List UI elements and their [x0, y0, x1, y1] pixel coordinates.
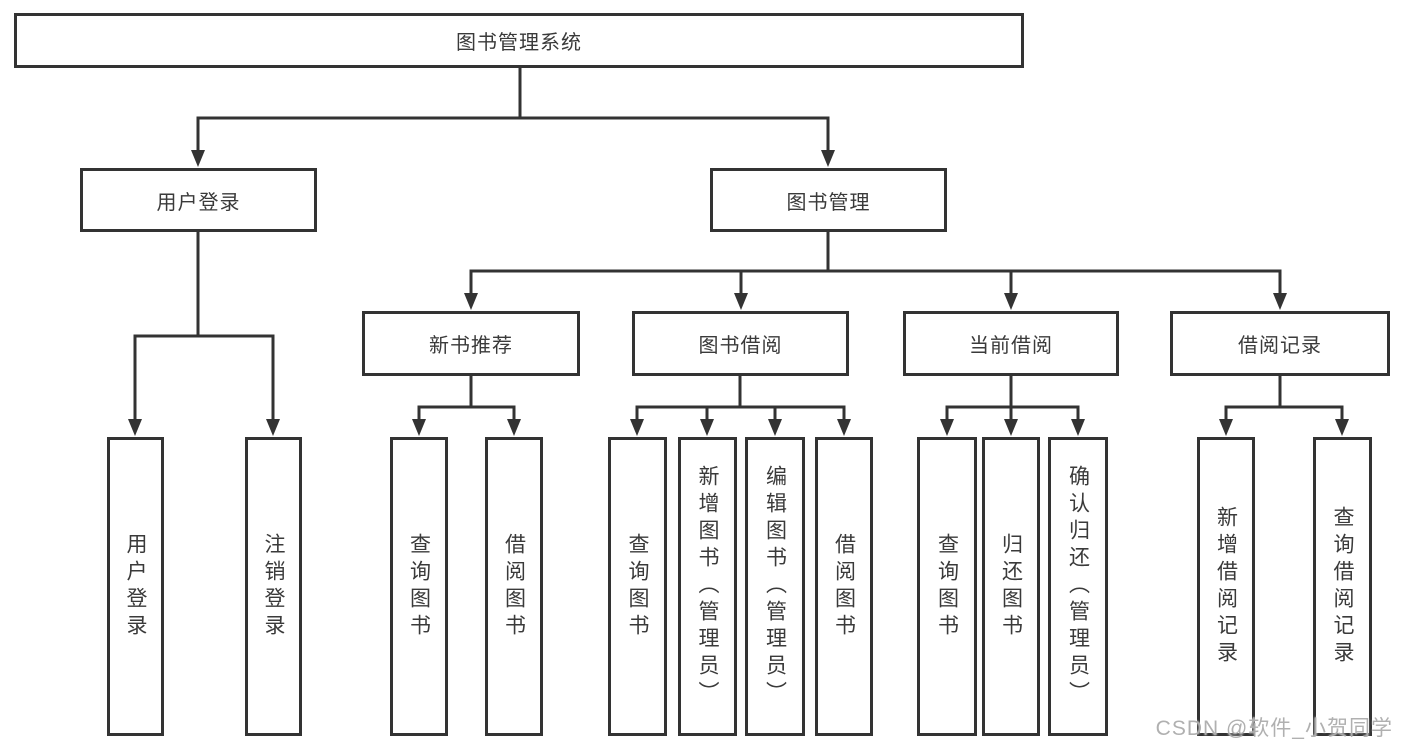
- leaf-label: 新增借阅记录: [1214, 505, 1238, 668]
- leaf-borrow-books-2: 借阅图书: [815, 437, 873, 736]
- leaf-label: 确认归还（管理员）: [1066, 465, 1090, 708]
- leaf-label: 查询图书: [407, 532, 431, 641]
- leaf-add-book-admin: 新增图书（管理员）: [678, 437, 737, 736]
- leaf-label: 注销登录: [262, 532, 285, 641]
- node-book-borrowing: 图书借阅: [632, 311, 849, 376]
- user-login-branch-line: [133, 230, 275, 422]
- leaf-label: 编辑图书（管理员）: [763, 465, 787, 708]
- leaf-label: 借阅图书: [832, 532, 856, 641]
- leaf-label: 查询借阅记录: [1331, 505, 1354, 668]
- leaf-label: 新增图书（管理员）: [696, 465, 719, 708]
- book-management-branch-line: [469, 230, 1282, 296]
- node-current-borrowing: 当前借阅: [903, 311, 1119, 376]
- leaf-label: 查询图书: [935, 532, 959, 641]
- leaf-confirm-return-admin: 确认归还（管理员）: [1048, 437, 1108, 736]
- leaf-borrow-books-1: 借阅图书: [485, 437, 543, 736]
- leaf-label: 借阅图书: [502, 532, 526, 641]
- arrowheads: [128, 150, 1349, 436]
- leaf-query-books-3: 查询图书: [917, 437, 977, 736]
- node-book-management: 图书管理: [710, 168, 947, 232]
- new-book-group-line: [417, 374, 516, 422]
- borrow-record-group-line: [1224, 374, 1344, 422]
- leaf-label: 用户登录: [124, 532, 147, 641]
- leaf-query-books-2: 查询图书: [608, 437, 667, 736]
- leaf-user-login: 用户登录: [107, 437, 164, 736]
- leaf-logout: 注销登录: [245, 437, 302, 736]
- root-branch-line: [196, 66, 830, 154]
- leaf-edit-book-admin: 编辑图书（管理员）: [745, 437, 805, 736]
- leaf-label: 归还图书: [999, 532, 1023, 641]
- book-borrow-group-line: [635, 374, 846, 422]
- leaf-label: 查询图书: [626, 532, 649, 641]
- node-new-book-recommendation: 新书推荐: [362, 311, 580, 376]
- node-borrowing-records: 借阅记录: [1170, 311, 1390, 376]
- leaf-query-books-1: 查询图书: [390, 437, 448, 736]
- current-borrow-group-line: [945, 374, 1080, 422]
- leaf-add-borrow-record: 新增借阅记录: [1197, 437, 1255, 736]
- node-library-management-system: 图书管理系统: [14, 13, 1024, 68]
- node-user-login: 用户登录: [80, 168, 317, 232]
- leaf-query-borrow-record: 查询借阅记录: [1313, 437, 1372, 736]
- leaf-return-books: 归还图书: [982, 437, 1040, 736]
